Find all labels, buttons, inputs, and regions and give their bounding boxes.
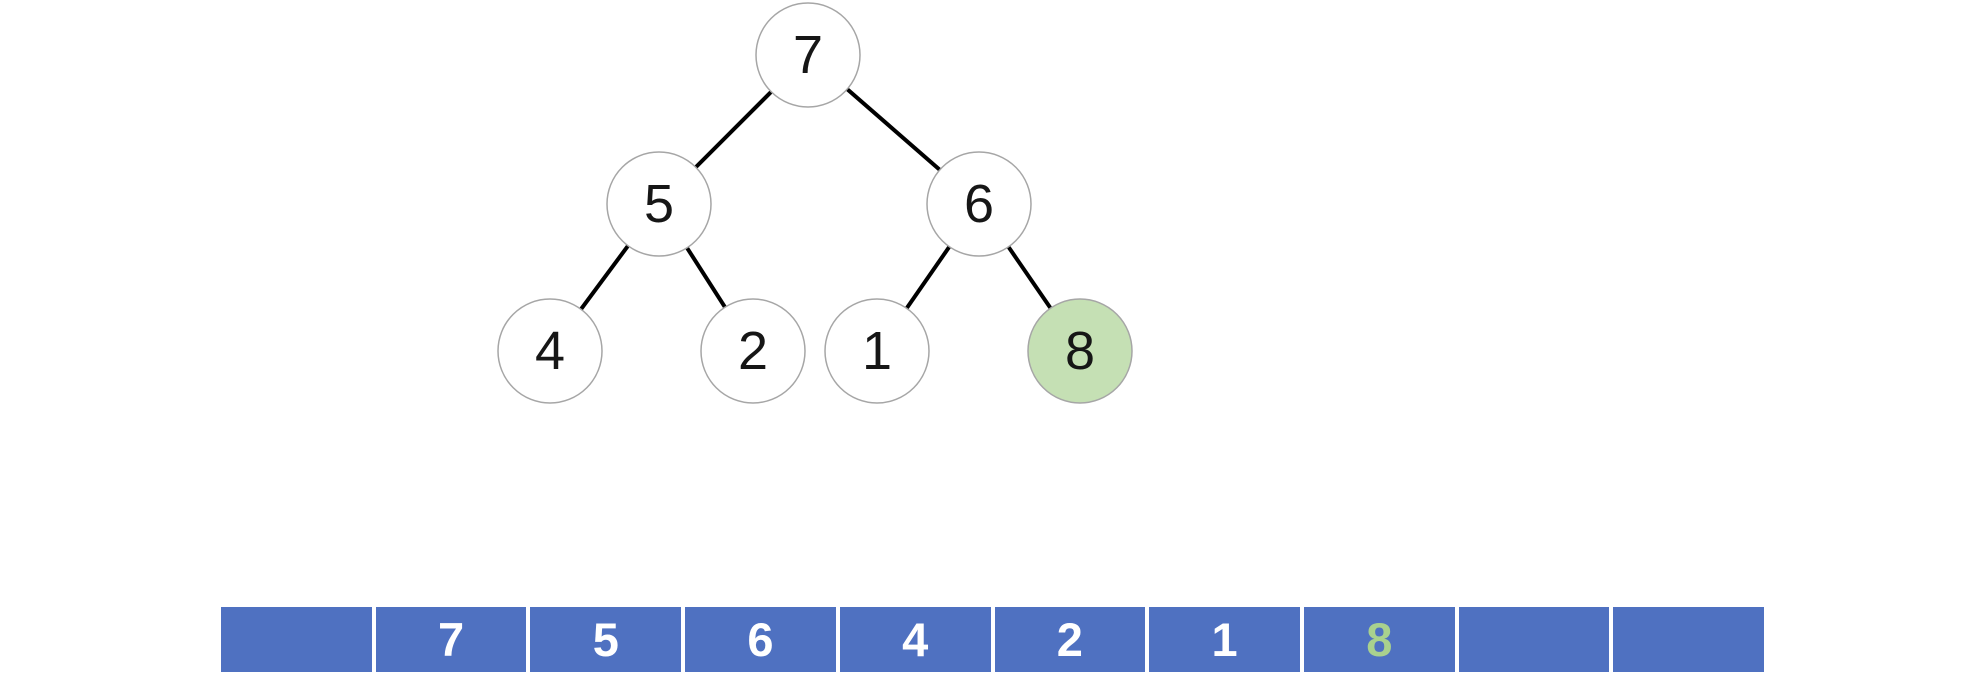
tree-node-label: 8 bbox=[1065, 321, 1095, 381]
array-cell-4: 4 bbox=[839, 607, 991, 672]
tree-node-circle bbox=[497, 298, 603, 404]
tree-node-circle bbox=[700, 298, 806, 404]
tree-node-6: 6 bbox=[926, 151, 1032, 257]
tree-node-8: 8 bbox=[1027, 298, 1133, 404]
tree-node-circle bbox=[926, 151, 1032, 257]
tree-node-label: 1 bbox=[862, 321, 892, 381]
tree-node-label: 5 bbox=[644, 174, 674, 234]
tree-node-circle-highlighted bbox=[1027, 298, 1133, 404]
tree-node-7: 7 bbox=[755, 2, 861, 108]
array-cell-7: 8 bbox=[1303, 607, 1455, 672]
array-cell-8 bbox=[1458, 607, 1610, 672]
tree-node-circle bbox=[606, 151, 712, 257]
tree-node-label: 2 bbox=[738, 321, 768, 381]
tree-node-1: 1 bbox=[824, 298, 930, 404]
array-cell-0 bbox=[221, 607, 372, 672]
tree-node-label: 6 bbox=[964, 174, 994, 234]
binary-tree-diagram: 7 5 6 4 2 1 8 bbox=[497, 2, 1133, 404]
tree-node-5: 5 bbox=[606, 151, 712, 257]
array-cell-6: 1 bbox=[1149, 607, 1300, 672]
array-cell-3: 6 bbox=[685, 607, 836, 672]
tree-node-circle bbox=[824, 298, 930, 404]
tree-node-label: 4 bbox=[535, 321, 565, 381]
tree-node-2: 2 bbox=[700, 298, 806, 404]
tree-node-label: 7 bbox=[793, 25, 823, 85]
array-cell-9 bbox=[1613, 607, 1765, 672]
tree-node-circle bbox=[755, 2, 861, 108]
array-cell-2: 5 bbox=[530, 607, 682, 672]
tree-node-4: 4 bbox=[497, 298, 603, 404]
array-cell-5: 2 bbox=[994, 607, 1146, 672]
array-cell-1: 7 bbox=[375, 607, 527, 672]
